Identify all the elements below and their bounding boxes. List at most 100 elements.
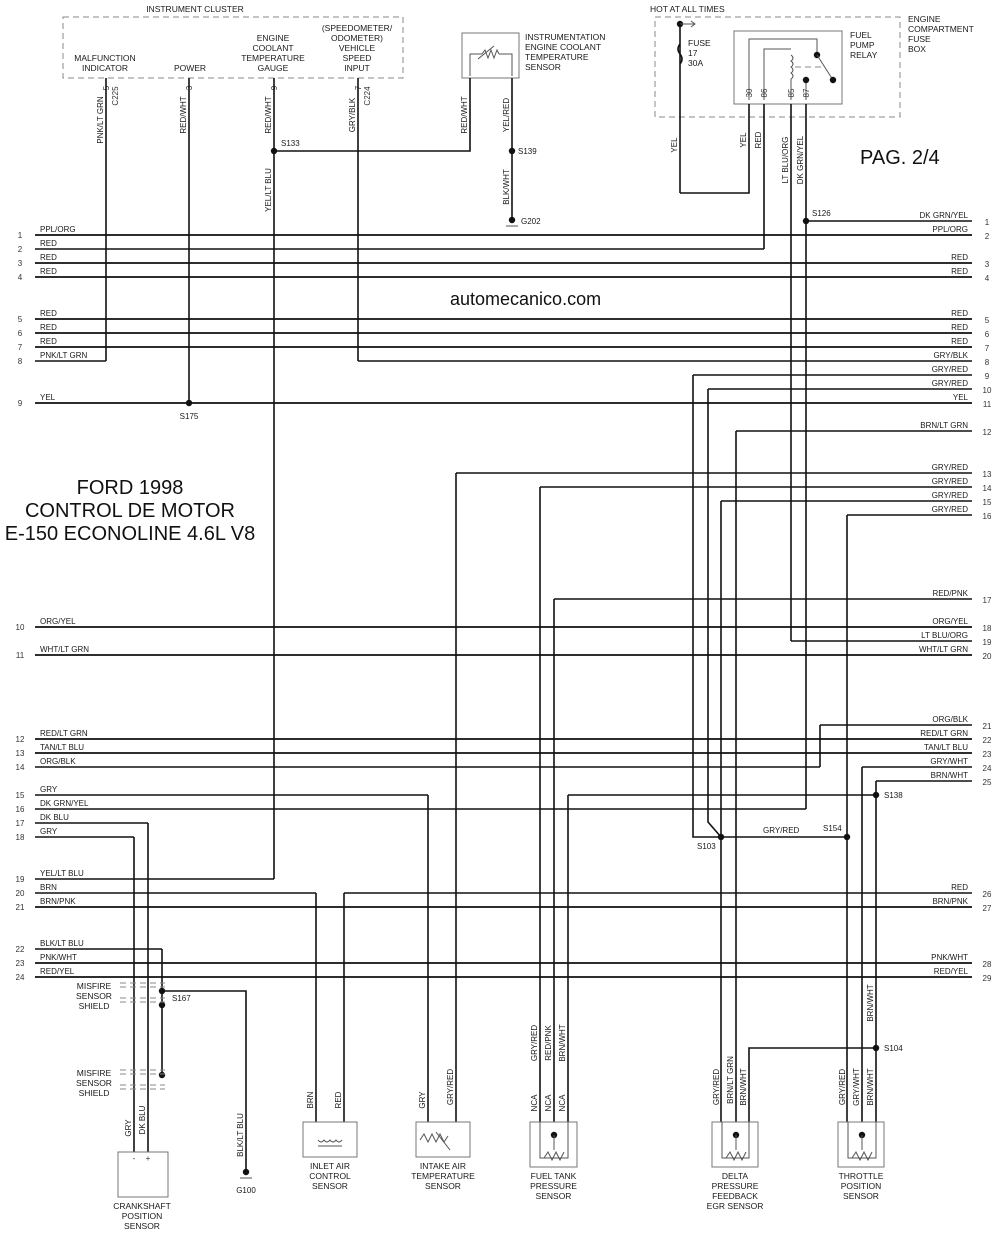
relay-switch-icon <box>816 54 834 81</box>
left-pin-number: 7 <box>18 343 23 352</box>
vss-input-label: VEHICLE <box>339 43 376 53</box>
ect-sensor-label: TEMPERATURE <box>525 52 589 62</box>
right-wire-color: GRY/BLK <box>933 351 968 360</box>
right-wire-color: GRY/RED <box>932 365 969 374</box>
relay-pin-label: 30 <box>745 88 754 97</box>
right-wire-color: GRY/RED <box>932 505 969 514</box>
right-wire-color: BRN/PNK <box>932 897 968 906</box>
vss-input-label: SPEED <box>343 53 372 63</box>
right-pin-number: 28 <box>983 960 992 969</box>
crankshaft-position-sensor-label: SENSOR <box>124 1221 160 1231</box>
right-wire-color: GRY/RED <box>932 463 969 472</box>
sensor-internal <box>469 53 482 76</box>
right-pin-number: 24 <box>983 764 992 773</box>
power-label: POWER <box>174 63 206 73</box>
diagram-title: E-150 ECONOLINE 4.6L V8 <box>5 523 256 545</box>
right-wire-color: RED <box>951 253 968 262</box>
right-wire-color: RED/YEL <box>934 967 969 976</box>
splice-s175 <box>185 399 193 407</box>
ground-label: G100 <box>236 1186 256 1195</box>
wire-label: GRY/RED <box>530 1025 539 1062</box>
right-pin-number: 1 <box>985 218 990 227</box>
wire-label: YEL <box>670 137 679 153</box>
right-wire-color: RED <box>951 337 968 346</box>
left-pin-number: 18 <box>16 833 25 842</box>
ect-sensor-label: ENGINE COOLANT <box>525 42 601 52</box>
right-wire-color: PPL/ORG <box>932 225 968 234</box>
wire-label: YEL/RED <box>502 98 511 132</box>
fuel-tank-pressure-sensor-label: PRESSURE <box>530 1181 577 1191</box>
left-wire-color: PNK/WHT <box>40 953 77 962</box>
fuel-pump-relay-label: FUEL <box>850 30 872 40</box>
dpfe-egr-sensor-label: DELTA <box>722 1171 748 1181</box>
left-pin-number: 11 <box>16 651 25 660</box>
right-pin-number: 4 <box>985 274 990 283</box>
fuel-tank-pressure-sensor-label: SENSOR <box>536 1191 572 1201</box>
left-pin-number: 20 <box>16 889 25 898</box>
left-pin-number: 14 <box>16 763 25 772</box>
wire-label: RED <box>754 131 763 148</box>
fuse-label: FUSE <box>688 38 711 48</box>
vss-input-label: (SPEEDOMETER/ <box>322 23 393 33</box>
left-wire-color: YEL <box>40 393 56 402</box>
throttle-position-sensor-label: SENSOR <box>843 1191 879 1201</box>
wire-label: DK GRN/YEL <box>796 135 805 184</box>
splice-label: S126 <box>812 209 831 218</box>
right-pin-number: 6 <box>985 330 990 339</box>
intake-air-temperature-sensor-label: TEMPERATURE <box>411 1171 475 1181</box>
left-wire-color: BRN/PNK <box>40 897 76 906</box>
right-pin-number: 7 <box>985 344 990 353</box>
left-pin-number: 22 <box>16 945 25 954</box>
left-pin-number: 3 <box>18 259 23 268</box>
right-wire-color: RED <box>951 323 968 332</box>
dpfe-egr-sensor-label: FEEDBACK <box>712 1191 758 1201</box>
ground-g100-icon <box>242 1168 250 1176</box>
g100-wire <box>162 990 247 1172</box>
shield-dot <box>158 1001 166 1009</box>
vss-input-label: INPUT <box>344 63 370 73</box>
fuse-box-label: BOX <box>908 44 926 54</box>
right-pin-number: 14 <box>983 484 992 493</box>
ect-gauge-label: COOLANT <box>252 43 293 53</box>
ect-sensor-label: SENSOR <box>525 62 561 72</box>
left-wire-color: BRN <box>40 883 57 892</box>
dpfe-brn-wht-wire <box>748 1047 876 1122</box>
right-wire-color: RED/PNK <box>932 589 968 598</box>
right-pin-number: 3 <box>985 260 990 269</box>
left-pin-number: 23 <box>16 959 25 968</box>
wire-label: PNK/LT GRN <box>96 96 105 143</box>
page-number: PAG. 2/4 <box>860 147 940 169</box>
splice-label: S154 <box>823 824 842 833</box>
potentiometer-icon <box>725 1150 747 1162</box>
wire-label: GRY <box>124 1119 133 1137</box>
variable-arrow-icon <box>435 1131 451 1151</box>
left-wire-color: RED <box>40 337 57 346</box>
fuel-pump-relay-box <box>733 30 843 105</box>
left-pin-number: 24 <box>16 973 25 982</box>
variable-arrow-icon <box>477 45 495 60</box>
crankshaft-sensor-box <box>117 1151 169 1198</box>
inlet-air-control-sensor-label: SENSOR <box>312 1181 348 1191</box>
potentiometer-frame <box>847 1122 877 1159</box>
fuel-tank-pressure-sensor-label: FUEL TANK <box>531 1171 577 1181</box>
nca-label: NCA <box>558 1094 567 1112</box>
left-pin-number: 10 <box>16 623 25 632</box>
left-pin-number: 12 <box>16 735 25 744</box>
right-pin-number: 5 <box>985 316 990 325</box>
ckp-pin-plus: + <box>146 1154 151 1163</box>
potentiometer-icon <box>851 1150 873 1162</box>
gry-red-wire-10 <box>707 389 722 838</box>
right-pin-number: 18 <box>983 624 992 633</box>
fuse-box-label: COMPARTMENT <box>908 24 974 34</box>
connector-c224: C224 <box>363 86 372 106</box>
right-pin-number: 23 <box>983 750 992 759</box>
ect-sensor-box <box>461 32 520 79</box>
splice-label: S139 <box>518 147 537 156</box>
wire-label: YEL <box>739 132 748 148</box>
relay-contact <box>802 76 810 84</box>
right-wire-color: YEL <box>953 393 969 402</box>
splice-label: S138 <box>884 791 903 800</box>
splice-s126 <box>802 217 810 225</box>
left-pin-number: 6 <box>18 329 23 338</box>
splice-s139 <box>508 147 516 155</box>
